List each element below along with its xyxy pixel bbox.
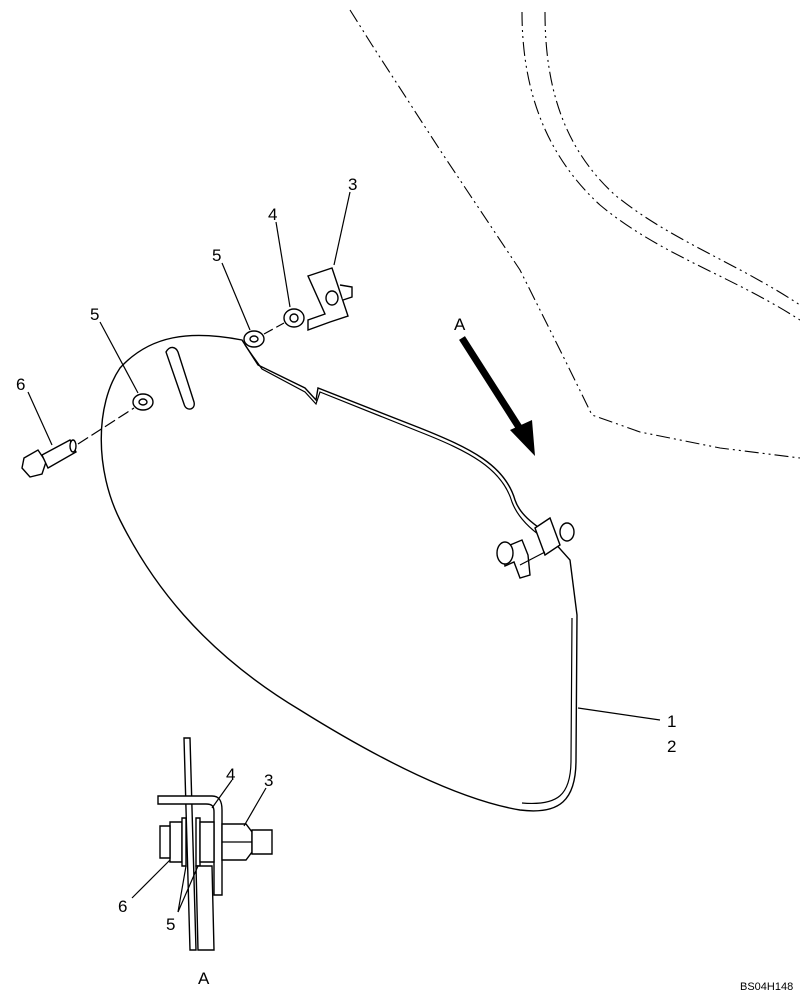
detail-callout-5: 5	[166, 915, 175, 934]
slot	[165, 346, 195, 410]
detail-callout-4: 4	[226, 765, 235, 784]
callout-1: 1	[667, 712, 676, 731]
mounted-bracket	[496, 516, 575, 579]
drawing-code: BS04H148	[740, 981, 793, 993]
view-arrow-a	[459, 336, 535, 456]
detail-callout-6: 6	[118, 897, 127, 916]
callout-4: 4	[268, 205, 277, 224]
detail-view-caption: A	[198, 969, 210, 988]
callout-3: 3	[348, 175, 357, 194]
phantom-structure-outline	[349, 9, 800, 459]
nut-clip	[307, 267, 353, 331]
callout-5-upper: 5	[212, 246, 221, 265]
bolt	[21, 439, 77, 478]
callout-6: 6	[16, 375, 25, 394]
callout-2: 2	[667, 737, 676, 756]
leader-lines	[27, 191, 661, 721]
callout-5-lower: 5	[90, 305, 99, 324]
view-arrow-label: A	[454, 315, 466, 334]
detail-callout-3: 3	[264, 771, 273, 790]
exploded-hardware	[21, 267, 353, 478]
cover-plate	[100, 334, 578, 812]
detail-view-a	[131, 737, 273, 951]
